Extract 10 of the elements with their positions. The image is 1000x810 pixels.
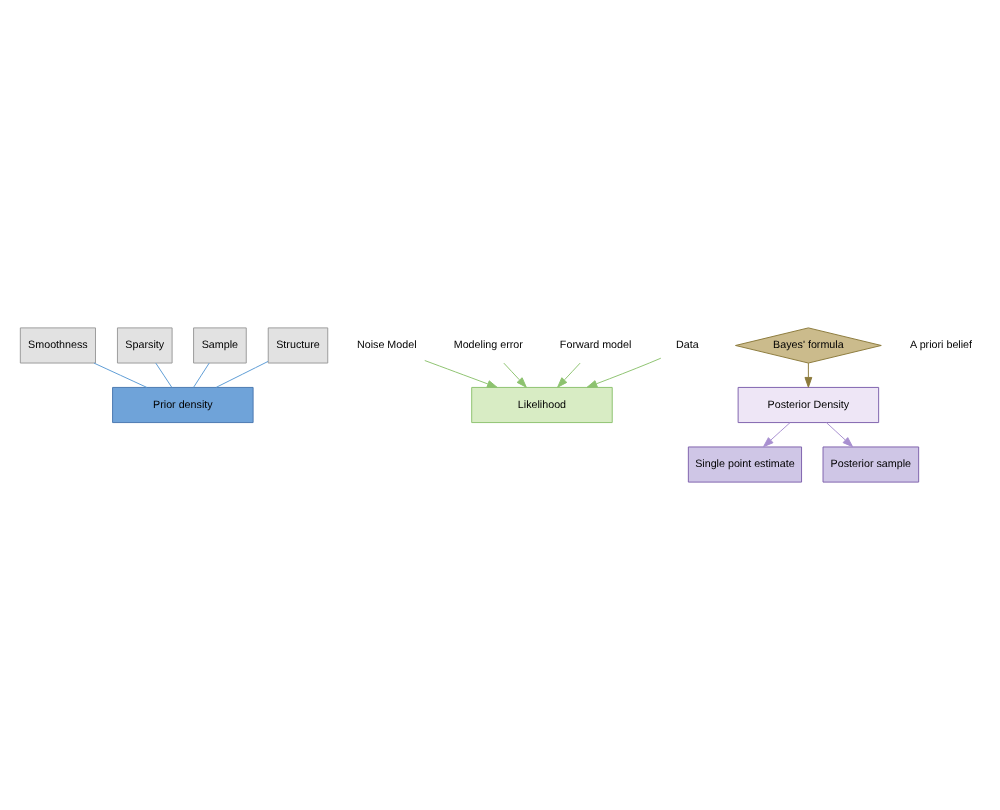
arrow — [804, 362, 813, 388]
connector — [93, 362, 148, 388]
arrow — [763, 422, 791, 448]
connector — [155, 362, 173, 388]
arrow — [424, 360, 498, 388]
connector — [193, 362, 210, 388]
arrow — [586, 357, 662, 388]
arrow — [557, 362, 581, 388]
arrow — [825, 422, 854, 448]
arrow — [503, 362, 527, 388]
